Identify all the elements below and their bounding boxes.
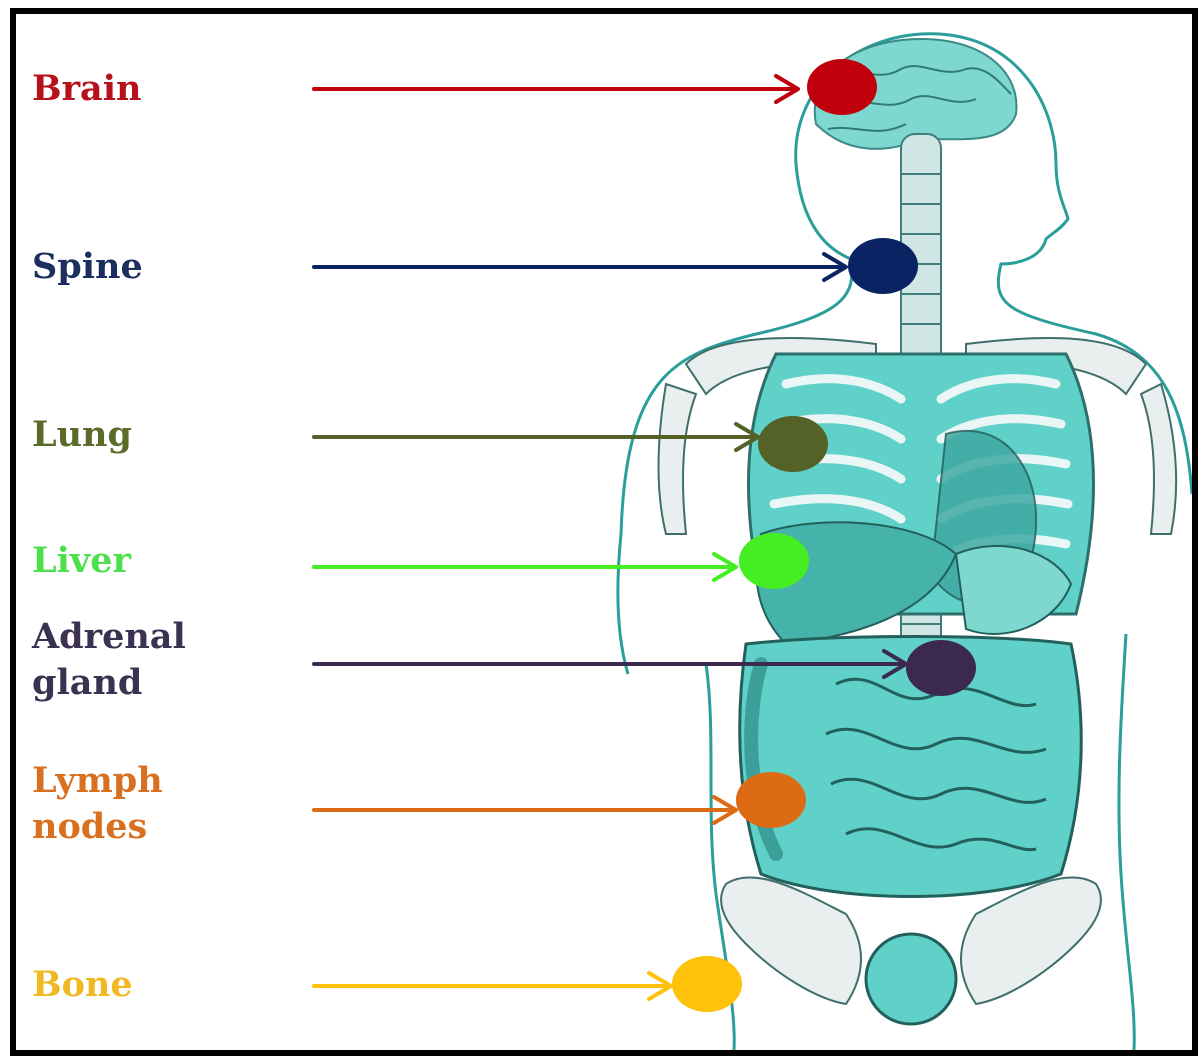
marker-lymph <box>736 772 806 828</box>
arrow-lymph <box>314 797 736 823</box>
diagram-frame: Brain Spine Lung Liver Adrenal gland Lym… <box>10 8 1198 1056</box>
marker-bone <box>672 956 742 1012</box>
marker-adrenal <box>906 640 976 696</box>
arrow-brain <box>314 76 798 102</box>
marker-lung <box>758 416 828 472</box>
pelvis-bone <box>721 877 1101 1024</box>
arrow-lung <box>314 424 758 450</box>
marker-spine <box>848 238 918 294</box>
body-illustration <box>16 14 1192 1050</box>
arrow-spine <box>314 254 846 280</box>
marker-liver <box>739 533 809 589</box>
arrow-bone <box>314 973 671 999</box>
marker-brain <box>807 59 877 115</box>
arrow-liver <box>314 554 736 580</box>
